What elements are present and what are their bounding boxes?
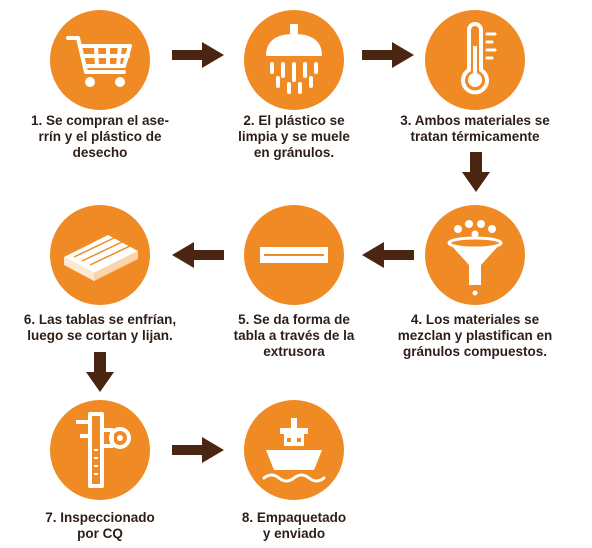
shopping-cart-icon	[66, 36, 132, 87]
arrow-down-icon	[86, 352, 114, 392]
board-icon	[260, 247, 328, 263]
step-5-label: 5. Se da forma de tabla a través de la e…	[233, 312, 355, 359]
step-8-label: 8. Empaquetado y enviado	[241, 510, 347, 541]
step-3-circle	[425, 10, 525, 110]
step-8-circle	[244, 400, 344, 500]
step-7-label: 7. Inspeccionado por CQ	[45, 510, 155, 541]
step-6-label: 6. Las tablas se enfrían, luego se corta…	[23, 312, 177, 343]
step-5-circle	[244, 205, 344, 305]
step-7-circle	[50, 400, 150, 500]
board-stack-icon	[64, 235, 138, 281]
shower-head-icon	[266, 24, 322, 94]
arrow-down-icon	[462, 152, 490, 192]
arrow-right-icon	[172, 42, 224, 68]
funnel-icon	[447, 220, 503, 296]
arrow-left-icon	[362, 242, 414, 268]
step-3-label: 3. Ambos materiales se tratan térmicamen…	[400, 113, 550, 144]
step-2-circle	[244, 10, 344, 110]
step-1-label: 1. Se compran el ase- rrín y el plástico…	[30, 113, 170, 160]
arrow-left-icon	[172, 242, 224, 268]
step-4-label: 4. Los materiales se mezclan y plastific…	[397, 312, 553, 359]
step-1-circle	[50, 10, 150, 110]
arrow-right-icon	[362, 42, 414, 68]
step-2-label: 2. El plástico se limpia y se muele en g…	[238, 113, 350, 160]
caliper-icon	[76, 412, 131, 488]
arrow-right-icon	[172, 437, 224, 463]
thermometer-icon	[461, 22, 497, 95]
step-4-circle	[425, 205, 525, 305]
ship-icon	[262, 418, 326, 483]
step-6-circle	[50, 205, 150, 305]
